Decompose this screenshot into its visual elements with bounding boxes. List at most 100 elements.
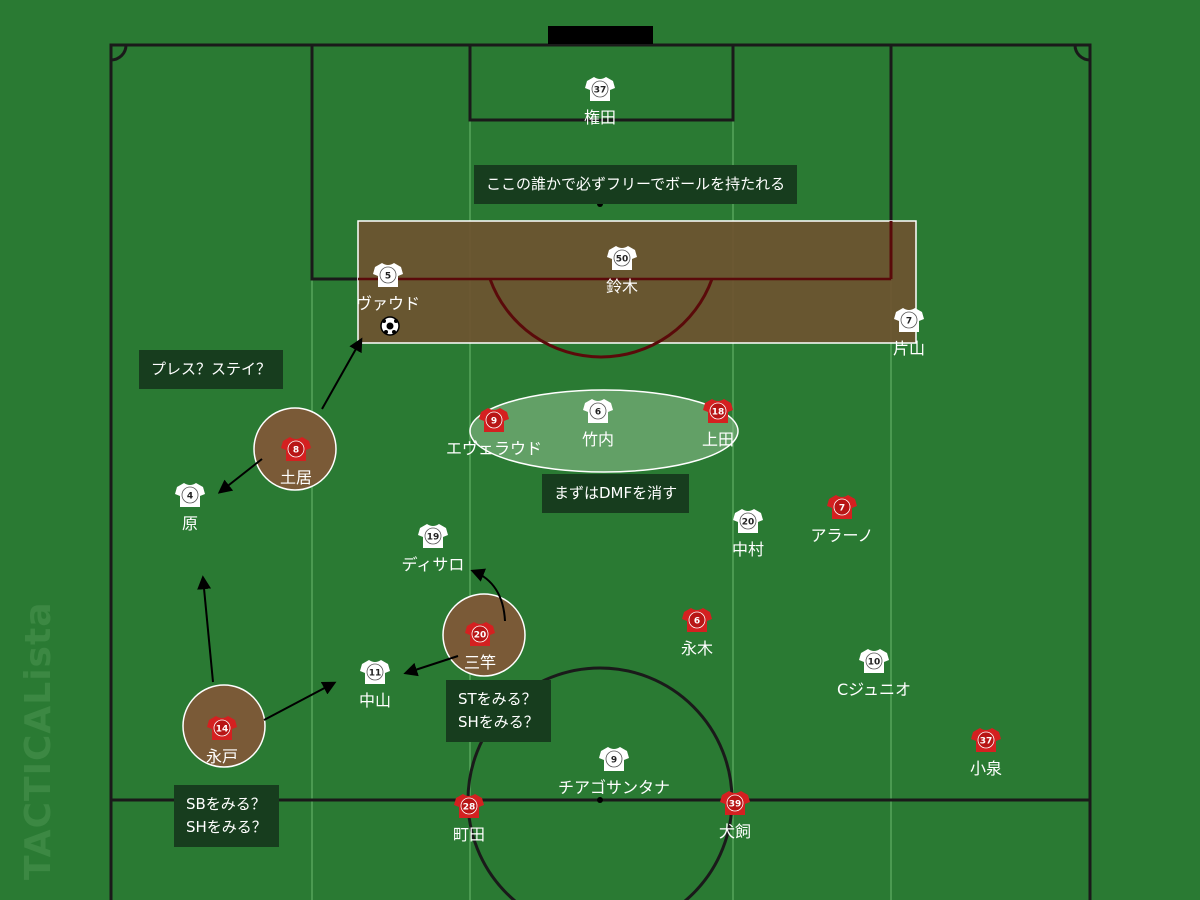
player-number: 5 — [385, 272, 391, 282]
player-number: 7 — [906, 317, 912, 327]
dmf-ellipse — [469, 389, 739, 473]
player-number: 14 — [216, 725, 229, 735]
arrow-doi-to-hara — [217, 458, 263, 494]
number-badge — [591, 80, 609, 98]
player-number: 28 — [463, 803, 476, 813]
player-name-nagaki: 永木 — [680, 639, 714, 658]
number-badge — [213, 719, 231, 737]
player-marker-nagaki: 6 — [682, 608, 712, 632]
number-badge — [739, 512, 757, 530]
player-number: 20 — [742, 518, 755, 528]
arrow-mikasa-to-disarro — [470, 568, 506, 622]
player-marker-hara: 4 — [175, 483, 205, 507]
number-badge — [833, 498, 851, 516]
player-marker-machida: 28 — [454, 794, 484, 818]
number-badge — [688, 611, 706, 629]
movement-arrows — [197, 337, 506, 721]
number-badge — [181, 486, 199, 504]
player-number: 4 — [187, 492, 193, 502]
player-marker-ueda: 18 — [703, 399, 733, 423]
annotation-free-man: ここの誰かで必ずフリーでボールを持たれる — [474, 165, 798, 204]
annotation-erase-dmf: まずはDMFを消す — [542, 474, 690, 513]
number-badge — [589, 402, 607, 420]
player-name-suzuki: 鈴木 — [605, 277, 639, 296]
player-marker-cjunio: 10 — [859, 649, 889, 673]
player-marker-everaldo: 9 — [479, 408, 509, 432]
player-name-inukai: 犬飼 — [718, 822, 752, 841]
annotation-st-sh: STをみる？ SHをみる？ — [446, 680, 551, 742]
player-number: 37 — [980, 737, 993, 747]
player-marker-nagato: 14 — [207, 716, 237, 740]
arrow-mikasa-to-nakayama — [403, 655, 459, 677]
player-marker-koizumi: 37 — [971, 728, 1001, 752]
player-number: 19 — [427, 533, 440, 543]
player-number: 8 — [293, 446, 299, 456]
number-badge — [485, 411, 503, 429]
player-name-nakamura: 中村 — [731, 540, 765, 559]
watermark-logo: TACTICALista — [18, 601, 59, 880]
player-number: 6 — [595, 408, 601, 418]
player-name-hara: 原 — [181, 514, 199, 533]
build-up-zone — [357, 220, 917, 344]
player-marker-katayama: 7 — [894, 308, 924, 332]
player-marker-mikasa: 20 — [465, 622, 495, 646]
arrow-nagato-to-hara — [197, 575, 214, 683]
player-marker-suzuki: 50 — [607, 246, 637, 270]
player-marker-santana: 9 — [599, 747, 629, 771]
player-marker-takeuchi: 6 — [583, 399, 613, 423]
player-marker-vaudo: 5 — [373, 263, 403, 287]
player-name-cjunio: Cジュニオ — [836, 680, 912, 699]
number-badge — [460, 797, 478, 815]
ball-icon — [380, 316, 400, 336]
player-name-machida: 町田 — [452, 825, 486, 844]
player-number: 39 — [729, 800, 742, 810]
player-number: 18 — [712, 408, 725, 418]
annotation-st-line: STをみる？ — [458, 690, 537, 708]
annotation-sh-line: SHをみる？ — [458, 713, 539, 731]
player-marker-inukai: 39 — [720, 791, 750, 815]
number-badge — [709, 402, 727, 420]
arrow-nagato-to-nakayama — [263, 681, 337, 721]
player-marker-doi: 8 — [281, 437, 311, 461]
number-badge — [977, 731, 995, 749]
center-spot — [597, 797, 603, 803]
player-name-everaldo: エヴェラウド — [445, 439, 543, 458]
number-badge — [900, 311, 918, 329]
player-name-santana: チアゴサンタナ — [557, 778, 671, 797]
player-name-doi: 土居 — [279, 468, 313, 487]
annotation-sb-line: SBをみる？ — [186, 795, 266, 813]
player-name-katayama: 片山 — [892, 339, 926, 358]
number-badge — [379, 266, 397, 284]
player-name-arano: アラーノ — [810, 526, 874, 545]
player-number: 6 — [694, 617, 700, 627]
player-name-koizumi: 小泉 — [969, 759, 1003, 778]
player-number: 50 — [616, 255, 629, 265]
number-badge — [613, 249, 631, 267]
player-number: 37 — [594, 86, 607, 96]
player-name-disarro: ディサロ — [401, 555, 465, 574]
player-name-nakayama: 中山 — [358, 691, 392, 710]
player-marker-disarro: 19 — [418, 524, 448, 548]
number-badge — [471, 625, 489, 643]
number-badge — [424, 527, 442, 545]
number-badge — [726, 794, 744, 812]
number-badge — [366, 663, 384, 681]
player-name-mikasa: 三竿 — [463, 653, 497, 672]
player-marker-gk: 37 — [585, 77, 615, 101]
player-number: 9 — [611, 756, 617, 766]
player-name-gk: 権田 — [583, 108, 617, 127]
penalty-arc — [488, 278, 714, 359]
number-badge — [865, 652, 883, 670]
player-number: 11 — [369, 669, 382, 679]
player-number: 20 — [474, 631, 487, 641]
arrow-doi-to-vaudo — [321, 337, 363, 410]
number-badge — [287, 440, 305, 458]
player-name-vaudo: ヴァウド — [355, 294, 421, 313]
player-number: 7 — [839, 504, 845, 514]
player-number: 9 — [491, 417, 497, 427]
player-name-ueda: 上田 — [701, 430, 735, 449]
annotation-sb-sh: SBをみる？ SHをみる？ — [174, 785, 279, 847]
annotation-press-stay: プレス？ステイ？ — [139, 350, 284, 389]
